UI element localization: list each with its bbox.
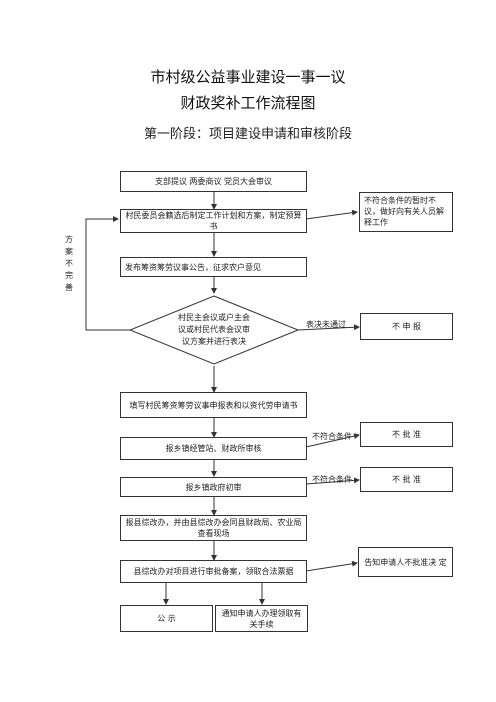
end-notify-applicant: 通知申请人办理领取有关手续 <box>215 605 308 632</box>
page-title: 市村级公益事业建设一事一议 <box>150 68 346 86</box>
step-county-inspect: 报县综改办，并由县综改办会同县财政局、农业局查看现场 <box>120 515 307 541</box>
decision-text: 村民主会议或户主会议或村民代表会议审议方案并进行表决 <box>178 313 250 346</box>
decision-diamond <box>128 295 300 365</box>
loop-label: 方 案 不 完 善 <box>65 235 73 292</box>
step-application-form: 填写村民筹资筹劳议事申报表和以资代劳申请书 <box>120 392 307 418</box>
step-town-review: 报乡镇经管站、财政所审核 <box>120 437 307 460</box>
box-not-report: 不 申 报 <box>360 313 453 340</box>
step-announcement: 发布筹资筹劳议事公告，征求农户意见 <box>120 257 307 277</box>
end-publicize: 公 示 <box>120 605 213 632</box>
box-notify-reject: 告知申请人不批准决 定 <box>358 547 453 577</box>
step-county-approve: 县综改办对项目进行审批备案，领取合法票据 <box>120 560 307 583</box>
note-defer: 不符合条件的暂时不议，做好向有关人员解释工作 <box>359 192 453 232</box>
box-not-approved-2: 不 批 准 <box>360 467 453 492</box>
box-not-approved-1: 不 批 准 <box>360 422 453 447</box>
stage-heading: 第一阶段：项目建设申请和审核阶段 <box>143 127 352 142</box>
vote-fail-label: 表决未通过 <box>306 320 346 329</box>
step-plan-budget: 村民委员会籍选后制定工作计划和方案，制定预算书 <box>120 209 307 233</box>
reject2-label: 不符合条件 <box>312 475 352 484</box>
step-proposal: 支部提议 两委商议 党员大会审议 <box>120 171 307 192</box>
reject1-label: 不符合条件 <box>312 432 352 441</box>
page-subtitle: 财政奖补工作流程图 <box>180 94 316 112</box>
step-town-prelim: 报乡镇政府初审 <box>120 477 307 497</box>
